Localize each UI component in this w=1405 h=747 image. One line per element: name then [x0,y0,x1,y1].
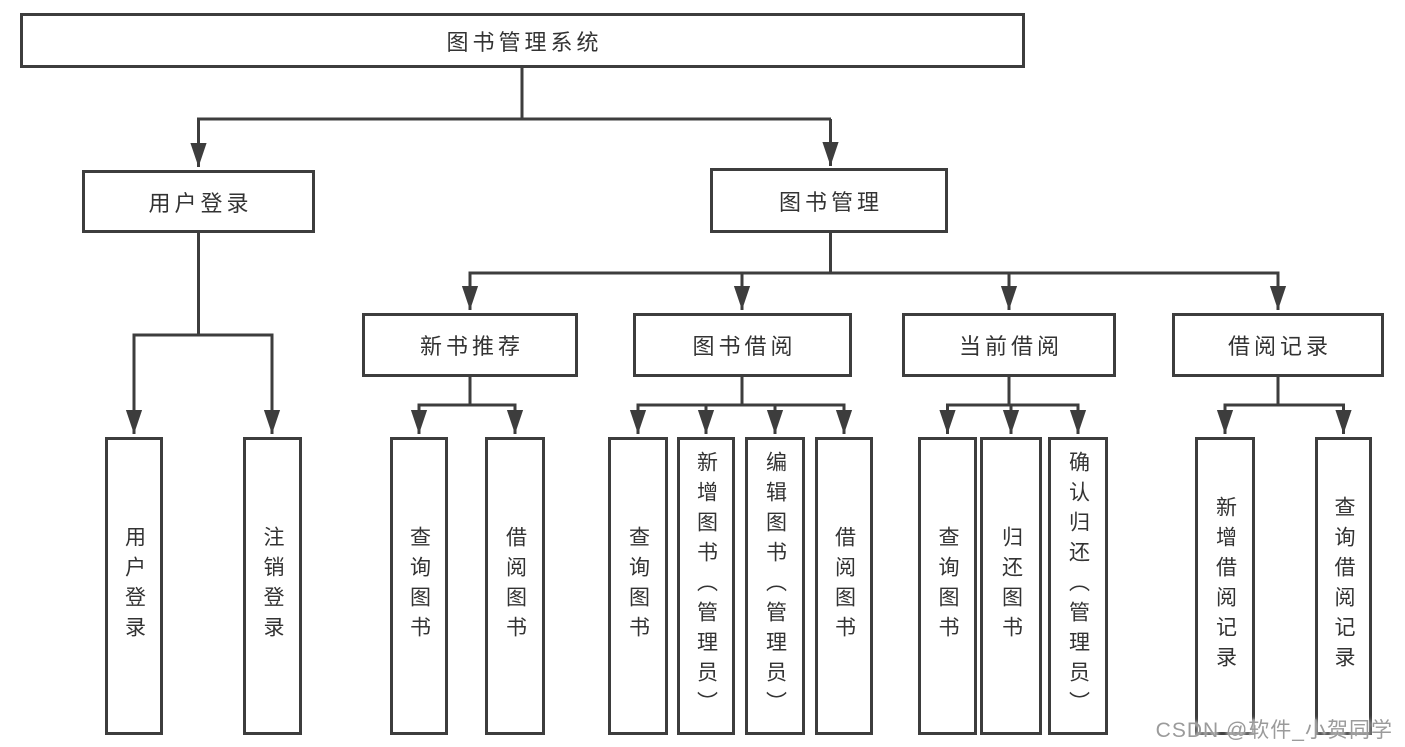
leaf-add-borrow-record: 新增借阅记录 [1195,437,1255,735]
node-label: 用户登录 [148,190,253,216]
csdn-watermark: CSDN @软件_小贺同学 [1155,719,1393,742]
node-label: 借阅图书 [832,526,856,646]
node-book-borrow: 图书借阅 [633,313,852,377]
node-label: 借阅记录 [1227,334,1332,359]
leaf-borrow-book: 借阅图书 [815,437,873,735]
leaf-add-book-admin: 新增图书（管理员） [677,437,735,735]
node-label: 归还图书 [999,526,1023,646]
edge-book-borrow-children [629,377,853,434]
leaf-edit-book-admin: 编辑图书（管理员） [745,437,805,735]
leaf-query-book: 查询图书 [608,437,668,735]
leaf-confirm-return-admin: 确认归还（管理员） [1048,437,1108,735]
node-root-system: 图书管理系统 [20,13,1025,68]
leaf-return-book: 归还图书 [980,437,1042,735]
edge-book-mgmt-children [461,233,1287,310]
edge-user-login-children [125,233,281,434]
leaf-query-book: 查询图书 [918,437,977,735]
edge-root-to-level2 [190,68,839,167]
edge-borrow-record-children [1216,377,1352,434]
leaf-query-borrow-record: 查询借阅记录 [1315,437,1372,735]
node-label: 编辑图书（管理员） [763,451,787,721]
node-label: 图书管理 [778,189,883,215]
node-current-borrow: 当前借阅 [902,313,1116,377]
node-label: 新书推荐 [419,334,524,359]
node-label: 图书管理系统 [446,29,603,55]
leaf-user-login: 用户登录 [105,437,163,735]
node-book-management: 图书管理 [710,168,948,233]
node-label: 新增图书（管理员） [694,451,718,721]
node-label: 借阅图书 [503,526,527,646]
node-label: 查询图书 [936,526,959,646]
leaf-query-book: 查询图书 [390,437,448,735]
node-label: 图书借阅 [692,334,797,359]
node-label: 查询借阅记录 [1332,496,1355,676]
leaf-borrow-book: 借阅图书 [485,437,545,735]
node-label: 用户登录 [122,526,146,646]
node-borrow-record: 借阅记录 [1172,313,1384,377]
node-label: 确认归还（管理员） [1066,451,1090,721]
leaf-logout: 注销登录 [243,437,302,735]
edge-current-borrow-children [939,377,1087,434]
node-label: 查询图书 [407,526,431,646]
node-label: 注销登录 [261,526,284,646]
node-label: 查询图书 [626,526,650,646]
node-label: 新增借阅记录 [1213,496,1237,676]
node-label: 当前借阅 [958,334,1063,359]
node-user-login: 用户登录 [82,170,315,233]
node-new-book-recommend: 新书推荐 [362,313,578,377]
edge-new-book-rec-children [410,377,524,434]
